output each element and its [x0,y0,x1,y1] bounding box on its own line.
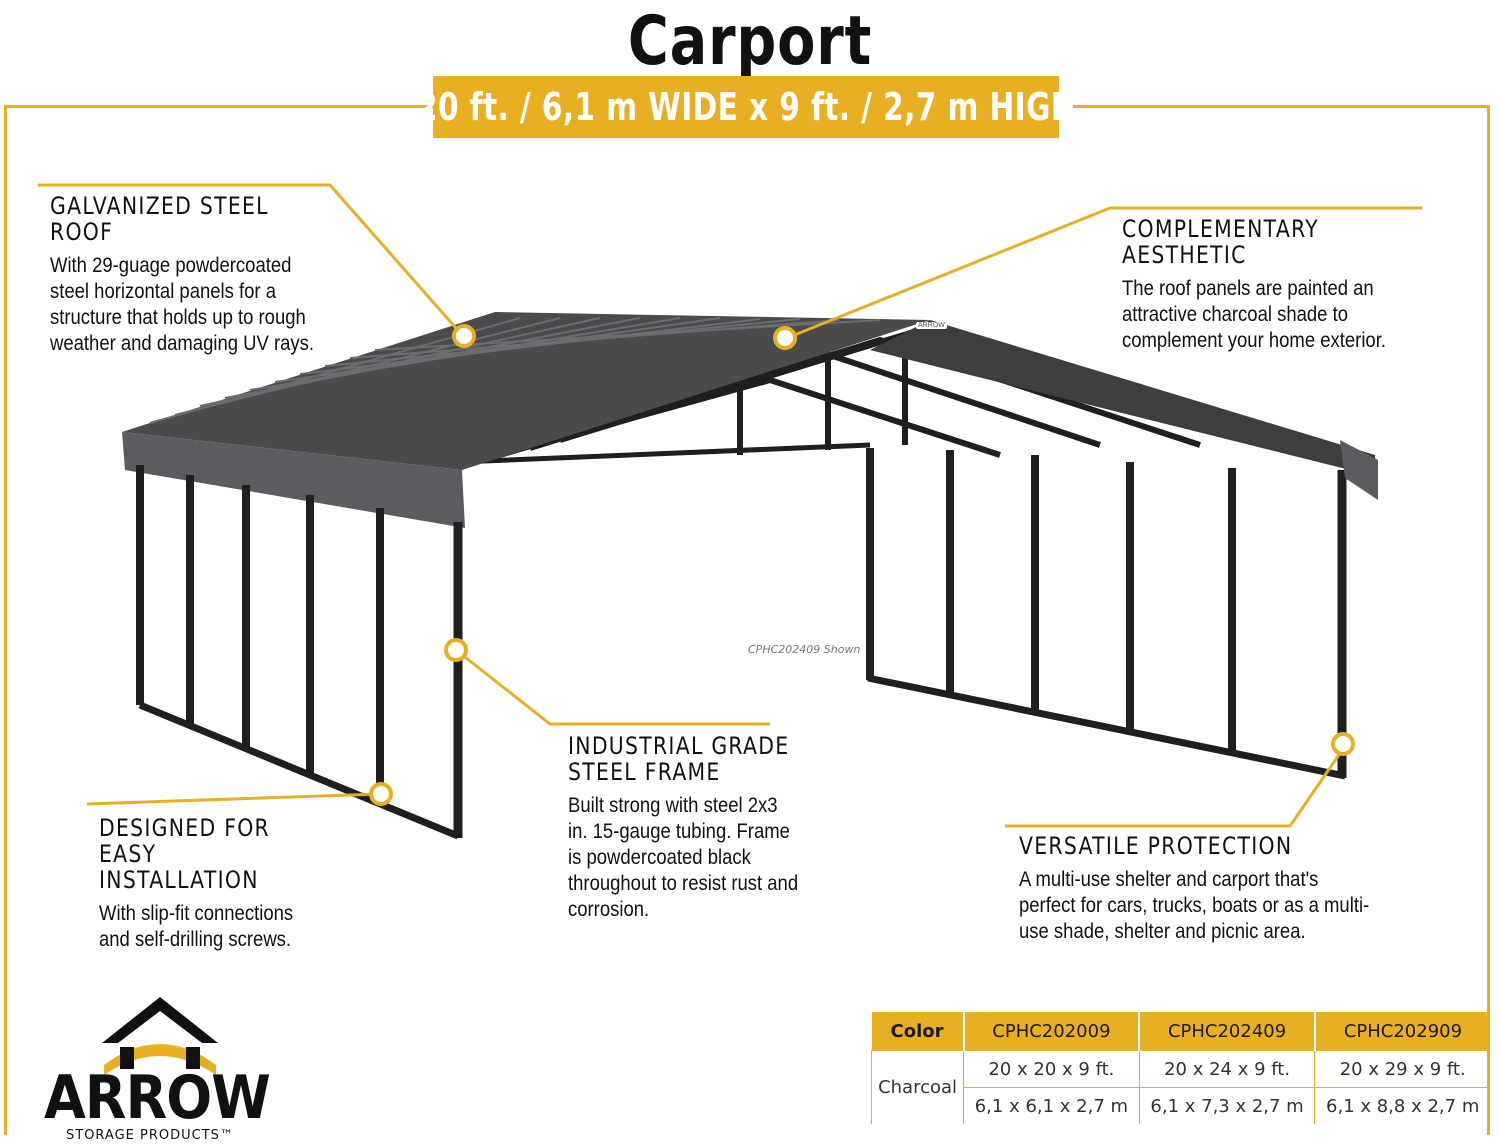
callout-markers [369,324,1355,806]
imperial-size: 20 x 24 x 9 ft. [1138,1050,1315,1088]
logo-subtitle: STORAGE PRODUCTS™ [66,1128,234,1143]
callout-protection-body: A multi-use shelter and carport that's p… [1019,868,1370,943]
model-header: CPHC202009 [962,1012,1140,1051]
dimensions-banner: 20 ft. / 6,1 m WIDE x 9 ft. / 2,7 m HIGH [416,76,1075,138]
callout-aesthetic-body: The roof panels are painted an attractiv… [1122,277,1386,352]
model-shown-caption: CPHC202409 Shown [748,643,861,656]
metric-size: 6,1 x 8,8 x 2,7 m [1314,1087,1490,1124]
roof-right-panel [870,320,1378,500]
callout-frame-body: Built strong with steel 2x3 in. 15-gauge… [568,794,799,921]
callout-protection: VERSATILE PROTECTION A multi-use shelter… [1019,833,1419,945]
left-wall-frame [136,465,463,840]
right-wall-frame [459,326,1347,780]
spec-table: Color CPHC202009 CPHC202409 CPHC202909 C… [870,1012,1490,1124]
roof-left-panel [122,312,930,470]
callout-protection-heading: VERSATILE PROTECTION [1019,832,1293,860]
callout-install-body: With slip-fit connections and self-drill… [99,902,294,951]
callout-aesthetic-heading: COMPLEMENTARY AESTHETIC [1122,215,1319,269]
color-header: Color [871,1012,964,1051]
roof-fascia [122,432,465,528]
dimensions-banner-text: 20 ft. / 6,1 m WIDE x 9 ft. / 2,7 m HIGH [416,85,1076,129]
callout-roof: GALVANIZED STEEL ROOF With 29-guage powd… [50,193,350,357]
arrow-logo-house-icon [102,997,218,1075]
callout-aesthetic: COMPLEMENTARY AESTHETIC The roof panels … [1122,216,1452,354]
callout-frame-heading: INDUSTRIAL GRADE STEEL FRAME [568,732,790,786]
imperial-size: 20 x 29 x 9 ft. [1314,1050,1490,1088]
callout-install: DESIGNED FOR EASY INSTALLATION With slip… [99,815,359,953]
callout-frame: INDUSTRIAL GRADE STEEL FRAME Built stron… [568,733,833,923]
metric-size: 6,1 x 6,1 x 2,7 m [963,1087,1140,1124]
callout-install-heading: DESIGNED FOR EASY INSTALLATION [99,814,270,894]
roof-brand-label: ARROW [916,322,947,329]
logo-wordmark: ARROW [44,1063,271,1133]
metric-size: 6,1 x 7,3 x 2,7 m [1138,1087,1315,1124]
callout-leaders [38,183,1422,828]
model-header: CPHC202909 [1313,1012,1490,1051]
callout-roof-body: With 29-guage powdercoated steel horizon… [50,254,314,355]
imperial-size: 20 x 20 x 9 ft. [963,1050,1140,1088]
model-header: CPHC202409 [1138,1012,1315,1051]
page-title: Carport [627,2,873,81]
callout-roof-heading: GALVANIZED STEEL ROOF [50,192,269,246]
color-value: Charcoal [870,1050,964,1124]
